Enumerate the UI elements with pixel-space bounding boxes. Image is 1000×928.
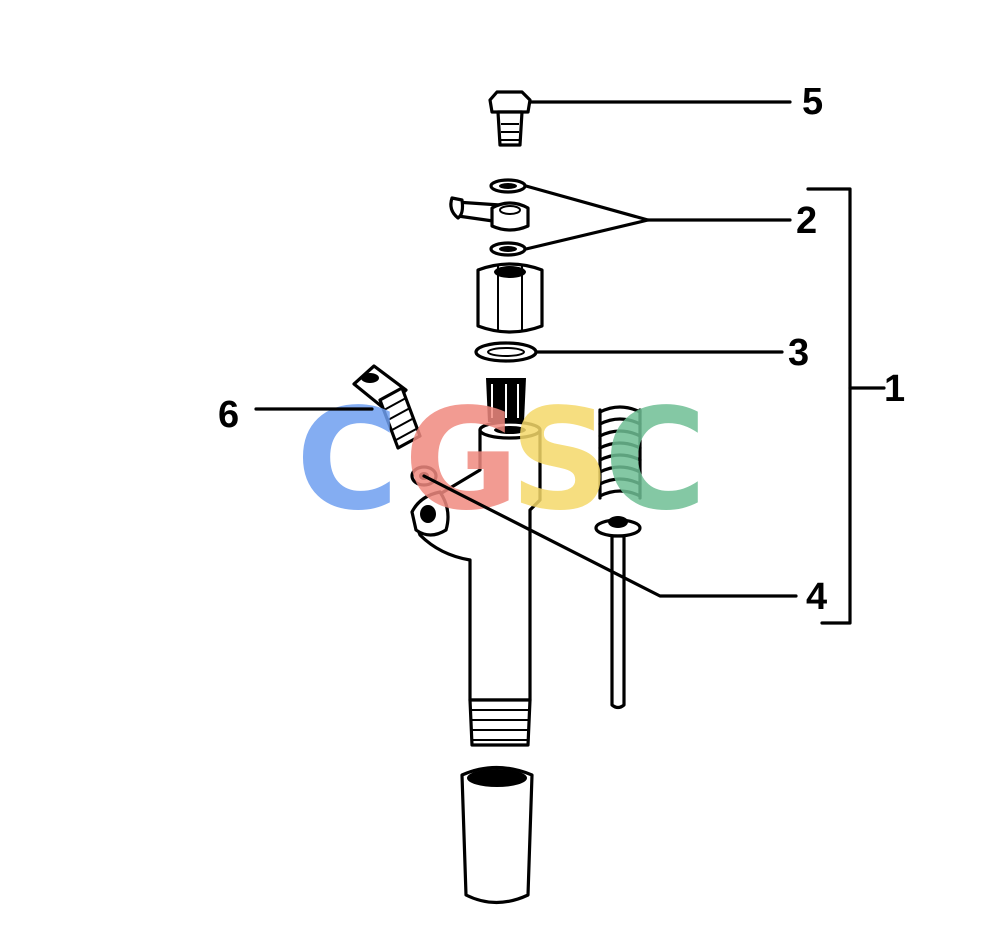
nozzle-cap <box>460 765 534 905</box>
callout-3: 3 <box>788 332 809 374</box>
watermark-letter-c1: C <box>296 379 399 542</box>
watermark: C G S C <box>296 379 707 542</box>
callouts: 1 2 3 4 5 6 <box>218 81 905 618</box>
injector-body <box>410 420 542 747</box>
leader-4 <box>422 474 798 598</box>
sealing-washer-top <box>489 178 527 194</box>
push-rod <box>594 516 642 710</box>
watermark-letter-s: S <box>510 379 611 542</box>
leak-off-connector <box>352 364 422 450</box>
sealing-washer-bottom <box>489 241 527 257</box>
banjo-fitting <box>449 196 530 232</box>
leader-2b <box>524 218 650 251</box>
leader-2a <box>524 184 650 222</box>
callout-1: 1 <box>884 368 905 410</box>
hex-nut <box>476 262 544 334</box>
adjuster-stub <box>486 378 526 422</box>
o-ring <box>474 341 538 363</box>
callout-4: 4 <box>806 576 827 618</box>
watermark-letter-c2: C <box>604 379 707 542</box>
callout-6: 6 <box>218 394 239 436</box>
bracket-1 <box>806 187 852 625</box>
callout-5: 5 <box>802 81 823 123</box>
spring <box>598 405 642 500</box>
callout-2: 2 <box>796 200 817 242</box>
leader-lines <box>254 100 886 625</box>
watermark-letter-g: G <box>404 379 519 542</box>
banjo-bolt <box>488 90 532 147</box>
